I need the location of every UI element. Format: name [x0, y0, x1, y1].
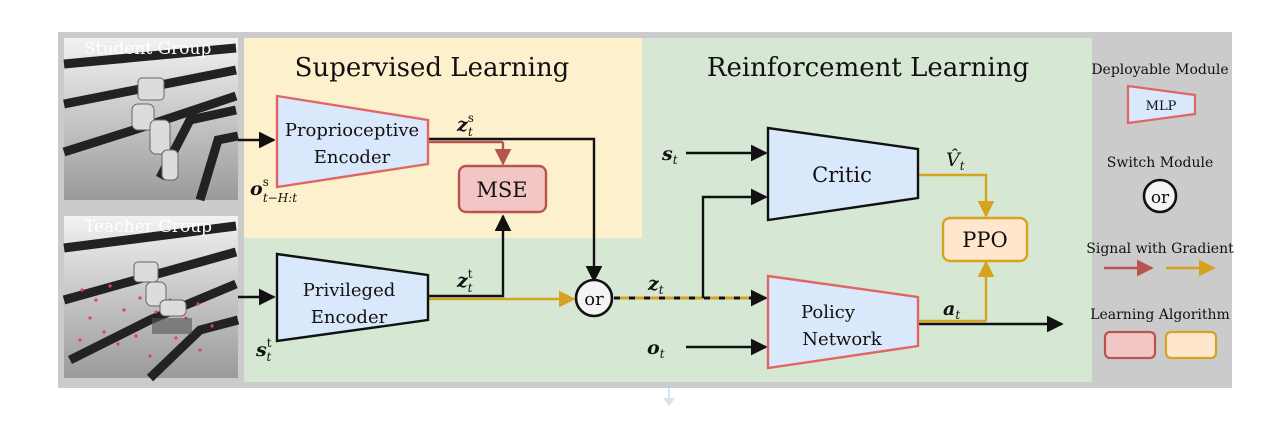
a-t-label: at [943, 298, 960, 322]
student-scene-image: Student Group [62, 38, 239, 202]
legend-or-label: or [1151, 188, 1170, 208]
critic-to-ppo-line [918, 173, 995, 218]
privileged-label-line1: Privileged [303, 280, 396, 301]
legend-switch-title: Switch Module [1107, 155, 1214, 171]
privileged-encoder: Privileged Encoder [275, 252, 430, 343]
legend-mlp-label: MLP [1146, 99, 1177, 114]
teacher-scene-image: Teacher Group [62, 216, 240, 382]
v-hat-label: V̂t [946, 149, 965, 173]
proprio-label-line1: Proprioceptive [285, 120, 419, 141]
switch-module: or [574, 278, 614, 318]
s-t-label: st [661, 143, 678, 167]
zs-to-switch-line [428, 137, 603, 283]
ppo-algorithm-box: PPO [941, 216, 1029, 263]
zt-to-critic-line [701, 188, 768, 298]
legend-switch-shape: or [1142, 178, 1178, 214]
switch-label: or [584, 289, 604, 310]
teacher-group-label: Teacher Group [84, 217, 212, 237]
privileged-label-line2: Encoder [311, 307, 388, 328]
proprioceptive-encoder: Proprioceptive Encoder [275, 94, 430, 189]
proprio-label-line2: Encoder [314, 147, 391, 168]
policy-network: Policy Network [766, 274, 920, 370]
down-arrow-icon [663, 388, 675, 406]
supervised-learning-title: Supervised Learning [295, 53, 570, 83]
z-t-label: zt [647, 273, 664, 297]
mse-label: MSE [476, 178, 527, 202]
legend: Deployable Module MLP Switch Module or S… [1086, 62, 1234, 360]
zt-to-mse-line [428, 214, 512, 298]
critic-network: Critic [766, 126, 920, 222]
legend-algorithm-title: Learning Algorithm [1090, 307, 1230, 323]
policy-label-line1: Policy [801, 302, 856, 323]
legend-red-algorithm-box [1103, 330, 1157, 360]
mse-loss-box: MSE [457, 164, 548, 214]
student-group-label: Student Group [84, 39, 211, 59]
policy-label-line2: Network [802, 329, 882, 350]
ppo-label: PPO [962, 228, 1007, 252]
critic-label: Critic [812, 163, 872, 187]
legend-deployable-shape: MLP [1126, 84, 1197, 125]
legend-deployable-title: Deployable Module [1091, 62, 1228, 78]
o-t-label: ot [647, 337, 665, 361]
legend-gradient-title: Signal with Gradient [1086, 241, 1234, 257]
legend-gold-algorithm-box [1164, 330, 1218, 360]
reinforcement-learning-title: Reinforcement Learning [707, 53, 1029, 83]
